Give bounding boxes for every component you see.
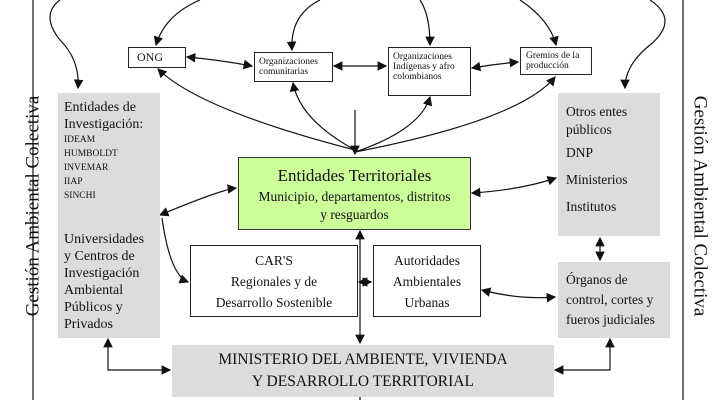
entity-humboldt: HUMBOLDT	[64, 149, 118, 159]
autoridades-line: Urbanas	[404, 295, 450, 310]
right-top-box: Otros entes públicos DNP Ministerios Ins…	[558, 93, 660, 236]
autoridades-line: Autoridades	[394, 253, 460, 268]
universities-line: Universidades	[64, 232, 145, 247]
node-gremios: Gremios de la producción	[520, 47, 592, 75]
right-bottom-line: Órganos de	[566, 272, 628, 287]
right-bottom-line: control, cortes y	[566, 292, 654, 307]
ministerio-line: MINISTERIO DEL AMBIENTE, VIVIENDA	[218, 351, 508, 368]
right-top-line: Institutos	[566, 199, 617, 214]
cars-line: Desarrollo Sostenible	[215, 295, 333, 310]
universities-line: Investigación	[64, 266, 140, 281]
left-box-research: Entidades de Investigación: IDEAM HUMBOL…	[58, 93, 160, 338]
ministerio-line: Y DESARROLLO TERRITORIAL	[252, 373, 474, 390]
node-ong: ONG	[128, 47, 186, 68]
right-bottom-line: fueros judiciales	[566, 312, 655, 327]
entity-sinchi: SINCHI	[64, 191, 96, 201]
right-top-line: públicos	[566, 122, 612, 137]
cars-line: CAR'S	[255, 253, 293, 268]
center-box-entidades-territoriales: Entidades Territoriales Municipio, depar…	[238, 157, 471, 230]
ministerio-box: MINISTERIO DEL AMBIENTE, VIVIENDA Y DESA…	[172, 345, 554, 397]
center-line: Municipio, departamentos, distritos	[258, 189, 451, 204]
right-top-line: Ministerios	[566, 172, 628, 187]
autoridades-line: Ambientales	[392, 274, 462, 289]
center-line: y resguardos	[320, 207, 389, 222]
side-label-left: Gestión Ambiental Colectiva	[22, 95, 44, 317]
autoridades-box: Autoridades Ambientales Urbanas	[373, 245, 481, 317]
cars-box: CAR'S Regionales y de Desarrollo Sosteni…	[190, 245, 358, 317]
universities-line: y Centros de	[64, 249, 135, 264]
right-top-line: Otros entes	[566, 104, 628, 119]
universities-line: Públicos y	[64, 300, 123, 315]
universities-line: Privados	[64, 317, 113, 332]
left-title-1: Entidades de	[64, 100, 136, 115]
node-organizaciones-comunitarias: Organizaciones comunitarias	[254, 52, 333, 82]
side-label-right: Gestión Ambiental Colectiva	[689, 95, 711, 317]
universities-line: Ambiental	[64, 283, 124, 298]
center-title: Entidades Territoriales	[277, 166, 432, 185]
right-top-line: DNP	[566, 145, 594, 160]
entity-invemar: INVEMAR	[64, 163, 109, 173]
left-title-2: Investigación:	[64, 117, 144, 132]
node-organizaciones-indigenas: Organizaciones Indígenas y afro colombia…	[388, 47, 471, 96]
right-bottom-box: Órganos de control, cortes y fueros judi…	[558, 262, 670, 338]
cars-line: Regionales y de	[230, 274, 318, 289]
entity-ideam: IDEAM	[64, 135, 96, 145]
entity-iiap: IIAP	[64, 177, 83, 187]
